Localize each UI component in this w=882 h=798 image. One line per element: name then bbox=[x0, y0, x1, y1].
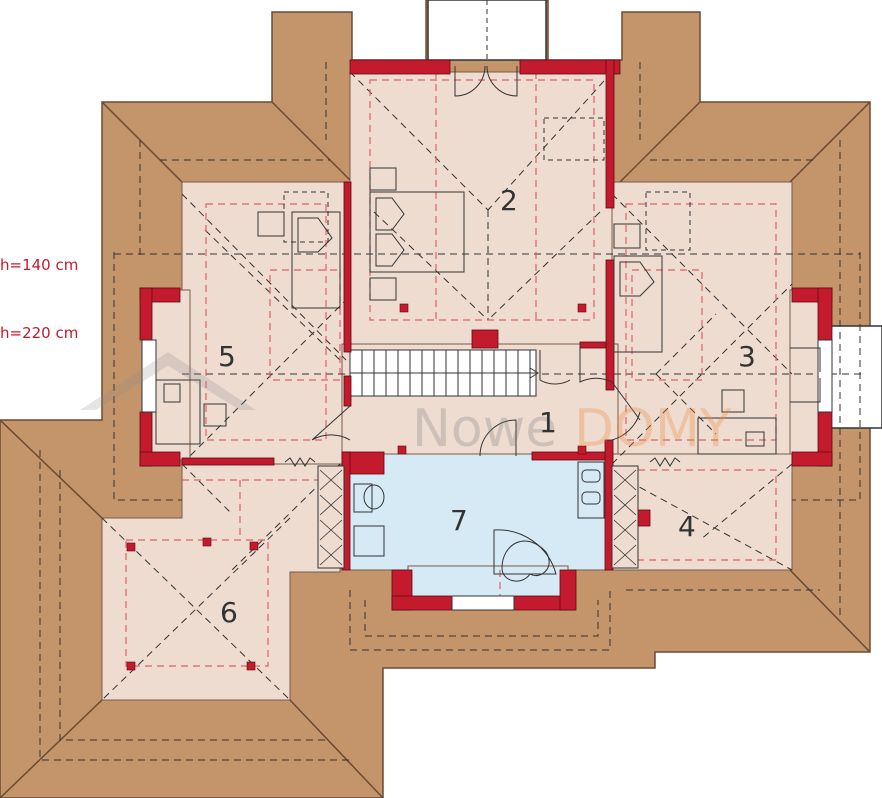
room-label-7: 7 bbox=[450, 504, 468, 537]
height-legend: h=140 cm h=220 cm bbox=[0, 256, 78, 342]
balcony-right bbox=[829, 325, 882, 429]
floor-area bbox=[101, 71, 831, 701]
post-markers bbox=[126, 303, 587, 671]
doors bbox=[311, 65, 821, 457]
dashed-guides bbox=[39, 62, 862, 761]
room-label-3: 3 bbox=[738, 340, 756, 373]
watermark: Nowe DOMY bbox=[80, 352, 732, 459]
wardrobe-hatching bbox=[319, 469, 637, 566]
room-label-4: 4 bbox=[678, 510, 696, 543]
room-labels: 1 2 3 4 5 6 7 bbox=[218, 184, 756, 629]
radiators bbox=[284, 457, 681, 467]
walls bbox=[139, 59, 833, 611]
room-label-2: 2 bbox=[500, 184, 518, 217]
room-label-5: 5 bbox=[218, 340, 236, 373]
room-label-6: 6 bbox=[220, 596, 238, 629]
watermark-text-1: Nowe bbox=[412, 399, 557, 459]
room-label-1: 1 bbox=[539, 406, 557, 439]
windows bbox=[141, 339, 833, 611]
legend-low-height: h=140 cm bbox=[0, 256, 78, 274]
watermark-text-2: DOMY bbox=[574, 399, 732, 459]
wardrobes bbox=[317, 465, 639, 569]
furniture bbox=[155, 117, 777, 582]
legend-high-height: h=220 cm bbox=[0, 324, 78, 342]
